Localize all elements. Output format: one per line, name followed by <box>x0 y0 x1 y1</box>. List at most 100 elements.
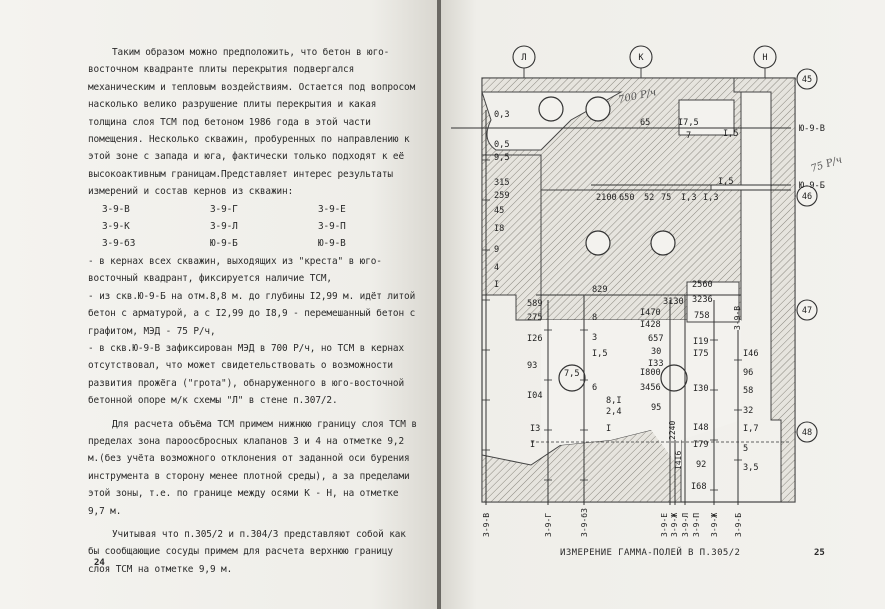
open-area <box>541 320 741 470</box>
value: 315 <box>494 178 510 188</box>
borehole-label: 3-9-бЗ <box>579 508 589 537</box>
value: 65 <box>640 118 650 128</box>
pipe-circle <box>538 96 564 122</box>
value: 2560 <box>692 280 713 290</box>
borehole-col2-values: 589 275 I26 93 I04 I3 I <box>527 299 543 450</box>
value: 0,5 <box>494 140 510 150</box>
pipe-circle <box>660 364 688 392</box>
value: 3236 <box>692 295 713 305</box>
value: I <box>530 440 535 450</box>
value: I470 <box>640 308 661 318</box>
core-item: 3-9-Г <box>210 203 238 215</box>
right-page: Л К Н 45 46 47 48 Ю-9-В Ю-9-Б 0,3 0,5 9,… <box>441 0 885 609</box>
value: 5 <box>743 444 748 454</box>
value: 758 <box>694 311 710 321</box>
core-list: 3-9-В 3-9-Г 3-9-Е 3-9-К 3-9-Л 3-9-П 3-9-… <box>102 201 418 253</box>
core-item: Ю-9-В <box>318 238 346 250</box>
value: 45 <box>494 206 504 216</box>
book-spine <box>437 0 441 609</box>
value: 6 <box>592 383 597 393</box>
value: I,3 <box>681 193 697 203</box>
page-number: 25 <box>814 548 825 558</box>
borehole-label: 3-9-Ж <box>710 513 719 537</box>
bullet-1: - в кернах всех скважин, выходящих из "к… <box>88 255 382 285</box>
value: 92 <box>696 460 706 470</box>
left-page: Таким образом можно предположить, что бе… <box>0 0 437 609</box>
value: I,5 <box>592 349 608 359</box>
value: 7 <box>686 131 691 141</box>
pipe-circle <box>585 96 611 122</box>
core-item: 3-9-бЗ <box>102 238 136 250</box>
paragraph-2: Для расчета объёма ТСМ примем нижнюю гра… <box>88 418 417 517</box>
value: 650 <box>619 193 635 203</box>
borehole-col1-values: 0,3 0,5 9,5 315 259 45 I8 9 4 I <box>494 110 510 290</box>
borehole-label: I4I6 <box>674 451 683 470</box>
value: I800 <box>640 368 661 378</box>
borehole-label: 3-9-Е <box>660 513 669 537</box>
axis-markers-right: 45 46 47 48 <box>795 68 818 443</box>
value: I3 <box>530 424 540 434</box>
value: 3456 <box>640 383 661 393</box>
value: I <box>606 424 611 434</box>
paragraph-1: Таким образом можно предположить, что бе… <box>88 47 416 198</box>
value: I <box>494 280 499 290</box>
hatched-wall-left <box>481 154 542 321</box>
core-item: 3-9-Е <box>318 203 346 215</box>
value: 58 <box>743 386 753 396</box>
value: 3,5 <box>743 463 759 473</box>
value: I428 <box>640 320 661 330</box>
value: 0,3 <box>494 110 510 120</box>
figure-caption: ИЗМЕРЕНИЕ ГАММА-ПОЛЕЙ В П.305/2 <box>560 548 741 558</box>
value: 30 <box>651 347 661 357</box>
bullet-2: - из скв.Ю-9-Б на отм.8,8 м. до глубины … <box>88 290 416 337</box>
axis-label: К <box>638 53 644 63</box>
value: 96 <box>743 368 753 378</box>
box-measure <box>686 281 740 323</box>
borehole-col3-values: 829 8 3 I,5 7,5 6 8,I 2,4 I <box>564 285 622 434</box>
borehole-label: Ю-9-Б <box>799 181 825 191</box>
borehole-label: 2240 <box>668 421 677 440</box>
handwritten-note: 75 Р/ч <box>810 154 844 174</box>
value: 9,5 <box>494 153 510 163</box>
core-item: 3-9-П <box>318 221 346 233</box>
value: 275 <box>527 313 543 323</box>
value: I,3 <box>703 193 719 203</box>
core-item: 3-9-Л <box>210 221 238 233</box>
axis-label: Л <box>521 53 526 63</box>
value: I26 <box>527 334 543 344</box>
borehole-label: 3-9-Ж <box>670 513 679 537</box>
value: I7,5 <box>678 118 699 128</box>
axis-label: Н <box>762 53 767 63</box>
borehole-col5-values: 2560 3236 758 I19 I75 I30 I48 I79 92 I68 <box>691 280 713 492</box>
value: 32 <box>743 406 753 416</box>
value: 7,5 <box>564 369 580 379</box>
bullet-3: - в скв.Ю-9-В зафиксирован МЭД в 700 Р/ч… <box>88 342 405 407</box>
value: I75 <box>693 349 709 359</box>
page-number: 24 <box>94 558 105 568</box>
borehole-ticks <box>482 159 742 491</box>
value: 75 <box>661 193 671 203</box>
value: 8,I <box>606 396 622 406</box>
gamma-field-diagram: Л К Н 45 46 47 48 Ю-9-В Ю-9-Б 0,3 0,5 9,… <box>451 45 844 537</box>
core-item: 3-9-К <box>102 221 130 233</box>
value: I48 <box>693 423 709 433</box>
borehole-col7-values: I46 96 58 32 I,7 5 3,5 <box>743 349 759 473</box>
value: 4 <box>494 263 499 273</box>
value: 2100 <box>596 193 617 203</box>
value: 3130 <box>663 297 684 307</box>
value: 829 <box>592 285 608 295</box>
value: 52 <box>644 193 654 203</box>
pipe-circle <box>650 230 676 256</box>
borehole-label: 3-9-Б <box>734 513 743 537</box>
value: 2,4 <box>606 407 622 417</box>
value: I04 <box>527 391 543 401</box>
borehole-col4-values: I470 I428 657 30 I33 I800 3456 95 <box>640 308 664 413</box>
borehole-label: 3-9-Г <box>544 513 553 537</box>
axis-label: 46 <box>802 192 812 202</box>
value: 8 <box>592 313 597 323</box>
value: 93 <box>527 361 537 371</box>
axis-label: 45 <box>802 75 812 85</box>
axis-label: 48 <box>802 428 812 438</box>
borehole-label: 3-9-В <box>733 306 742 330</box>
value: I19 <box>693 337 709 347</box>
